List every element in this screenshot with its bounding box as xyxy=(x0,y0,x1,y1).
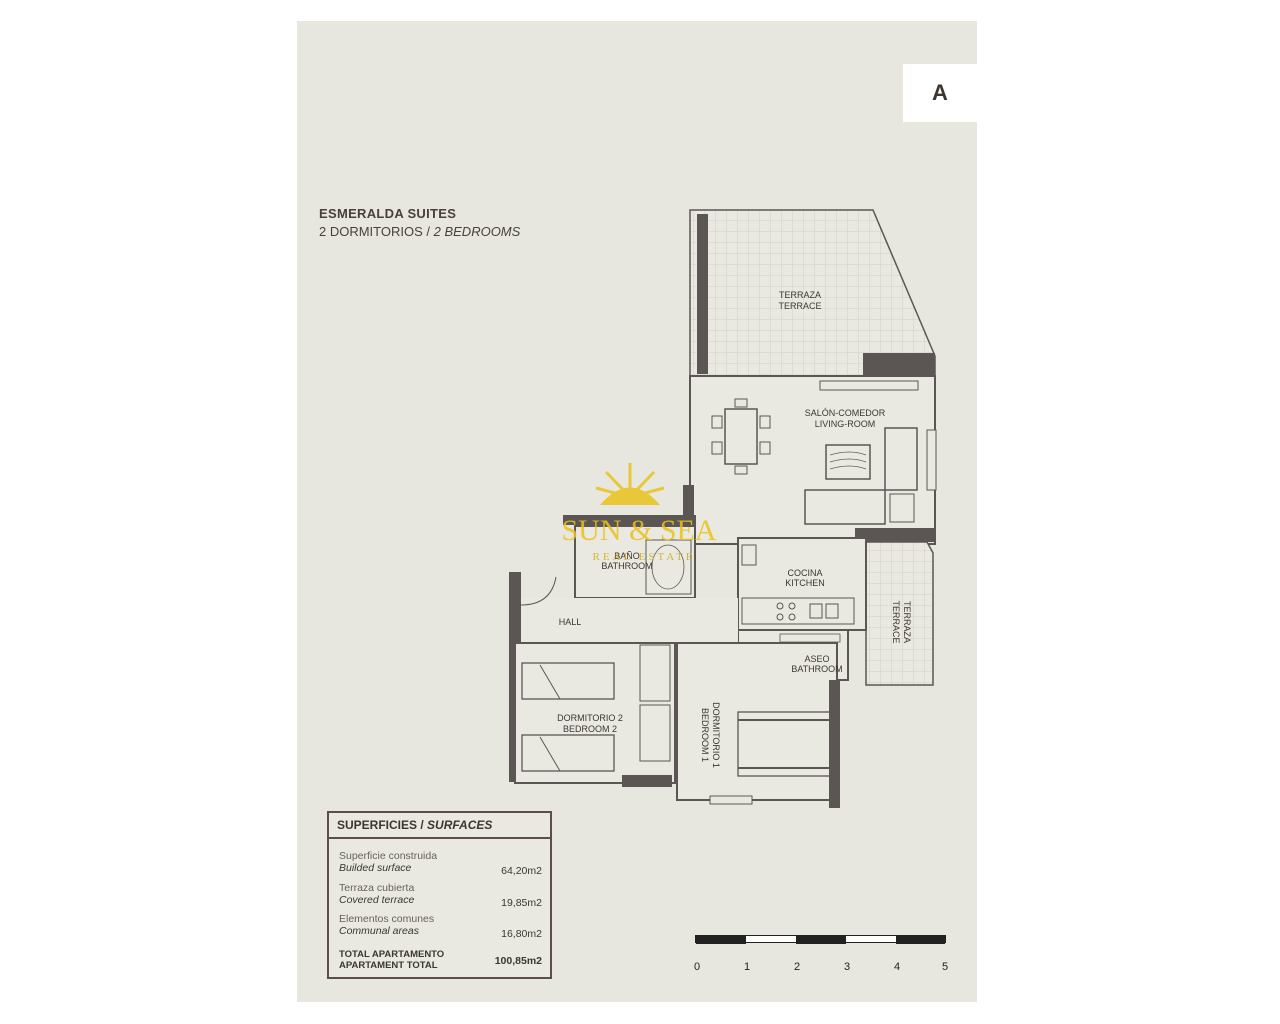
subtitle-es: 2 DORMITORIOS / xyxy=(319,224,430,239)
surface-label-es: Elementos comunes xyxy=(339,913,435,925)
scale-tick: 4 xyxy=(893,961,901,973)
wall-segment xyxy=(683,485,694,515)
sofa-l xyxy=(804,489,886,525)
label-bed1-es: DORMITORIO 1 xyxy=(711,702,721,768)
scale-segment xyxy=(796,936,846,944)
bed-twin xyxy=(521,734,615,772)
surface-label-en: Covered terrace xyxy=(339,894,415,906)
hall xyxy=(515,598,738,643)
project-title: ESMERALDA SUITES xyxy=(319,206,457,221)
project-subtitle: 2 DORMITORIOS / 2 BEDROOMS xyxy=(319,224,520,239)
label-terrace-top-en: TERRACE xyxy=(778,301,821,311)
scale-tick: 2 xyxy=(793,961,801,973)
bed-twin xyxy=(521,662,615,700)
surface-label-en: Communal areas xyxy=(339,925,419,937)
surfaces-heading-en: SURFACES xyxy=(427,818,493,832)
scale-tick: 5 xyxy=(941,961,949,973)
bedroom-1 xyxy=(676,642,838,801)
bathtub xyxy=(645,539,692,595)
window-right xyxy=(926,429,937,491)
label-terrace-side: TERRAZA TERRACE xyxy=(891,600,912,643)
surface-label-es: Terraza cubierta xyxy=(339,882,415,894)
watermark-logo: SUN & SEA REAL ESTATE xyxy=(561,463,717,563)
scale-tick: 0 xyxy=(693,961,701,973)
wardrobe xyxy=(639,644,671,702)
surface-label-en: Builded surface xyxy=(339,862,412,874)
surface-value: 64,20m2 xyxy=(501,865,542,877)
surfaces-table: SUPERFICIES / SURFACES Superficie constr… xyxy=(327,811,552,979)
label-living-es: SALÓN-COMEDOR xyxy=(805,408,886,418)
label-kitchen-en: KITCHEN xyxy=(785,578,825,588)
chair xyxy=(734,398,748,408)
chair xyxy=(711,441,723,455)
coffee-table xyxy=(825,444,871,480)
surface-row: Elementos comunes Communal areas 16,80m2 xyxy=(339,913,542,940)
bath-wall xyxy=(563,515,696,525)
wall-segment xyxy=(622,775,672,787)
total-value: 100,85m2 xyxy=(494,955,542,967)
chair xyxy=(759,415,771,429)
surfaces-heading-es: SUPERFICIES / xyxy=(337,818,424,832)
label-terrace-side-es: TERRAZA xyxy=(902,601,912,643)
scale-segment xyxy=(896,936,945,944)
scale-segment xyxy=(696,936,746,944)
bedroom-1-wall xyxy=(829,680,840,808)
kitchen-counter xyxy=(741,597,855,625)
terrace-top-wall xyxy=(697,214,708,374)
scale-bar-frame xyxy=(695,935,946,944)
surfaces-heading: SUPERFICIES / SURFACES xyxy=(329,813,550,839)
label-toilet-en: BATHROOM xyxy=(791,664,842,674)
armchair xyxy=(889,493,915,523)
label-bed1-en: BEDROOM 1 xyxy=(700,708,710,762)
scale-bar: 0 1 2 3 4 5 xyxy=(694,935,948,973)
wall-segment xyxy=(855,528,935,542)
window-top xyxy=(819,380,919,391)
bedroom-2 xyxy=(514,642,676,784)
window-bottom xyxy=(709,795,753,805)
label-hall: HALL xyxy=(559,617,582,627)
kitchen xyxy=(737,537,867,631)
scale-tick: 1 xyxy=(743,961,751,973)
label-bed1: DORMITORIO 1 BEDROOM 1 xyxy=(700,702,721,768)
scale-tick: 3 xyxy=(843,961,851,973)
surface-row: Superficie construida Builded surface 64… xyxy=(339,850,542,877)
surface-value: 16,80m2 xyxy=(501,928,542,940)
unit-type-badge: A xyxy=(903,64,977,122)
wardrobe xyxy=(639,704,671,762)
sofa-r xyxy=(884,427,918,491)
total-label-es: TOTAL APARTAMENTO xyxy=(339,949,445,960)
surface-total: TOTAL APARTAMENTO APARTAMENT TOTAL 100,8… xyxy=(339,949,542,971)
chair xyxy=(734,465,748,475)
chair xyxy=(711,415,723,429)
watermark-tagline: REAL ESTATE xyxy=(593,551,696,563)
surface-value: 19,85m2 xyxy=(501,897,542,909)
label-bed2-en: BEDROOM 2 xyxy=(563,724,617,734)
surface-row: Terraza cubierta Covered terrace 19,85m2 xyxy=(339,882,542,909)
terrace-side xyxy=(865,541,934,686)
bathroom xyxy=(574,525,696,599)
subtitle-en: 2 BEDROOMS xyxy=(433,224,521,239)
label-kitchen-es: COCINA xyxy=(787,568,822,578)
surface-label-es: Superficie construida xyxy=(339,850,438,862)
terrace-top-wall-right xyxy=(863,353,935,375)
label-toilet-es: ASEO xyxy=(804,654,829,664)
label-bath-es: BAÑO xyxy=(614,551,640,561)
dining-table xyxy=(724,408,758,465)
label-terrace-side-en: TERRACE xyxy=(891,600,901,643)
label-living-en: LIVING-ROOM xyxy=(815,419,876,429)
label-bath-en: BATHROOM xyxy=(601,561,652,571)
chair xyxy=(759,441,771,455)
label-bed2-es: DORMITORIO 2 xyxy=(557,713,623,723)
watermark-brand: SUN & SEA xyxy=(561,514,716,547)
label-terrace-top-es: TERRAZA xyxy=(779,290,821,300)
total-label-en: APARTAMENT TOTAL xyxy=(339,960,438,971)
